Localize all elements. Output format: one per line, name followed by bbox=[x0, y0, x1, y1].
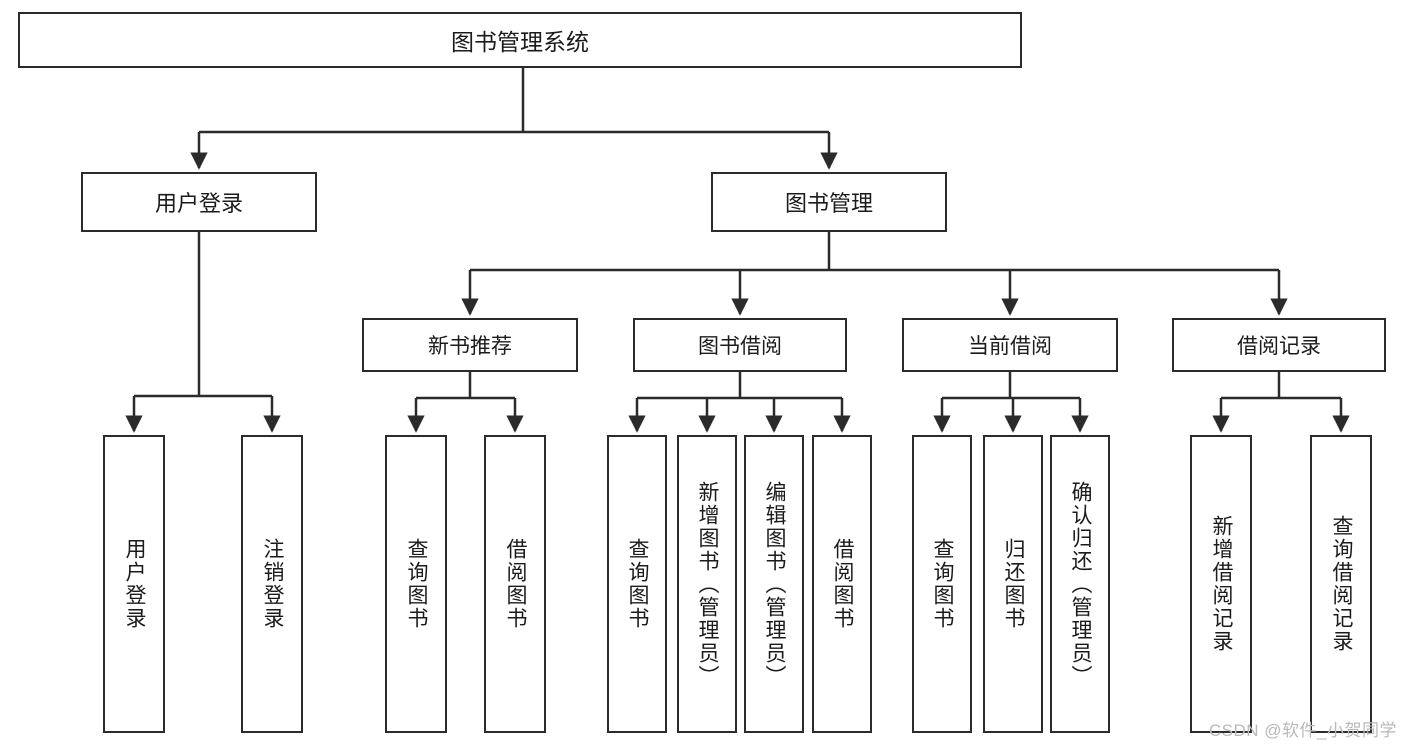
leaf-node[interactable]: 查询图书 bbox=[607, 435, 667, 733]
leaf-node-label: 确认归还（管理员） bbox=[1069, 480, 1093, 688]
leaf-node[interactable]: 新增借阅记录 bbox=[1190, 435, 1252, 733]
leaf-node-label: 查询图书 bbox=[405, 538, 429, 630]
leaf-node-label: 归还图书 bbox=[1002, 538, 1026, 630]
leaf-node[interactable]: 查询借阅记录 bbox=[1310, 435, 1372, 733]
leaf-node-label: 注销登录 bbox=[261, 538, 285, 630]
leaf-node[interactable]: 注销登录 bbox=[241, 435, 303, 733]
leaf-node-label: 新增图书（管理员） bbox=[696, 480, 720, 688]
node-root[interactable]: 图书管理系统 bbox=[18, 12, 1022, 68]
node-root-label: 图书管理系统 bbox=[451, 29, 589, 55]
leaf-node-label: 查询图书 bbox=[931, 538, 955, 630]
leaf-node-label: 编辑图书（管理员） bbox=[763, 480, 787, 688]
node-book-borrow[interactable]: 图书借阅 bbox=[633, 318, 847, 372]
leaf-node[interactable]: 编辑图书（管理员） bbox=[744, 435, 804, 733]
leaf-node-label: 新增借阅记录 bbox=[1210, 515, 1234, 653]
node-current-borrow-label: 当前借阅 bbox=[968, 335, 1052, 358]
node-user-login[interactable]: 用户登录 bbox=[81, 172, 317, 232]
leaf-node[interactable]: 确认归还（管理员） bbox=[1050, 435, 1110, 733]
leaf-node[interactable]: 查询图书 bbox=[912, 435, 972, 733]
leaf-node-label: 查询借阅记录 bbox=[1330, 515, 1354, 653]
leaf-node-label: 用户登录 bbox=[123, 538, 147, 630]
leaf-node-label: 借阅图书 bbox=[504, 538, 528, 630]
node-user-login-label: 用户登录 bbox=[154, 191, 243, 216]
node-book-management-label: 图书管理 bbox=[784, 191, 873, 216]
node-book-management[interactable]: 图书管理 bbox=[711, 172, 947, 232]
watermark: CSDN @软件_小贺同学 bbox=[1208, 721, 1397, 740]
node-book-borrow-label: 图书借阅 bbox=[698, 335, 782, 358]
node-borrow-record-label: 借阅记录 bbox=[1237, 335, 1321, 358]
leaf-node-label: 借阅图书 bbox=[831, 538, 855, 630]
node-current-borrow[interactable]: 当前借阅 bbox=[902, 318, 1118, 372]
node-new-book-recommend-label: 新书推荐 bbox=[428, 335, 512, 358]
node-new-book-recommend[interactable]: 新书推荐 bbox=[362, 318, 578, 372]
leaf-node[interactable]: 查询图书 bbox=[385, 435, 447, 733]
node-borrow-record[interactable]: 借阅记录 bbox=[1172, 318, 1386, 372]
leaf-node[interactable]: 归还图书 bbox=[983, 435, 1043, 733]
leaf-node[interactable]: 借阅图书 bbox=[484, 435, 546, 733]
leaf-node[interactable]: 新增图书（管理员） bbox=[677, 435, 737, 733]
leaf-node[interactable]: 借阅图书 bbox=[812, 435, 872, 733]
leaf-node-label: 查询图书 bbox=[626, 538, 650, 630]
leaf-node[interactable]: 用户登录 bbox=[103, 435, 165, 733]
